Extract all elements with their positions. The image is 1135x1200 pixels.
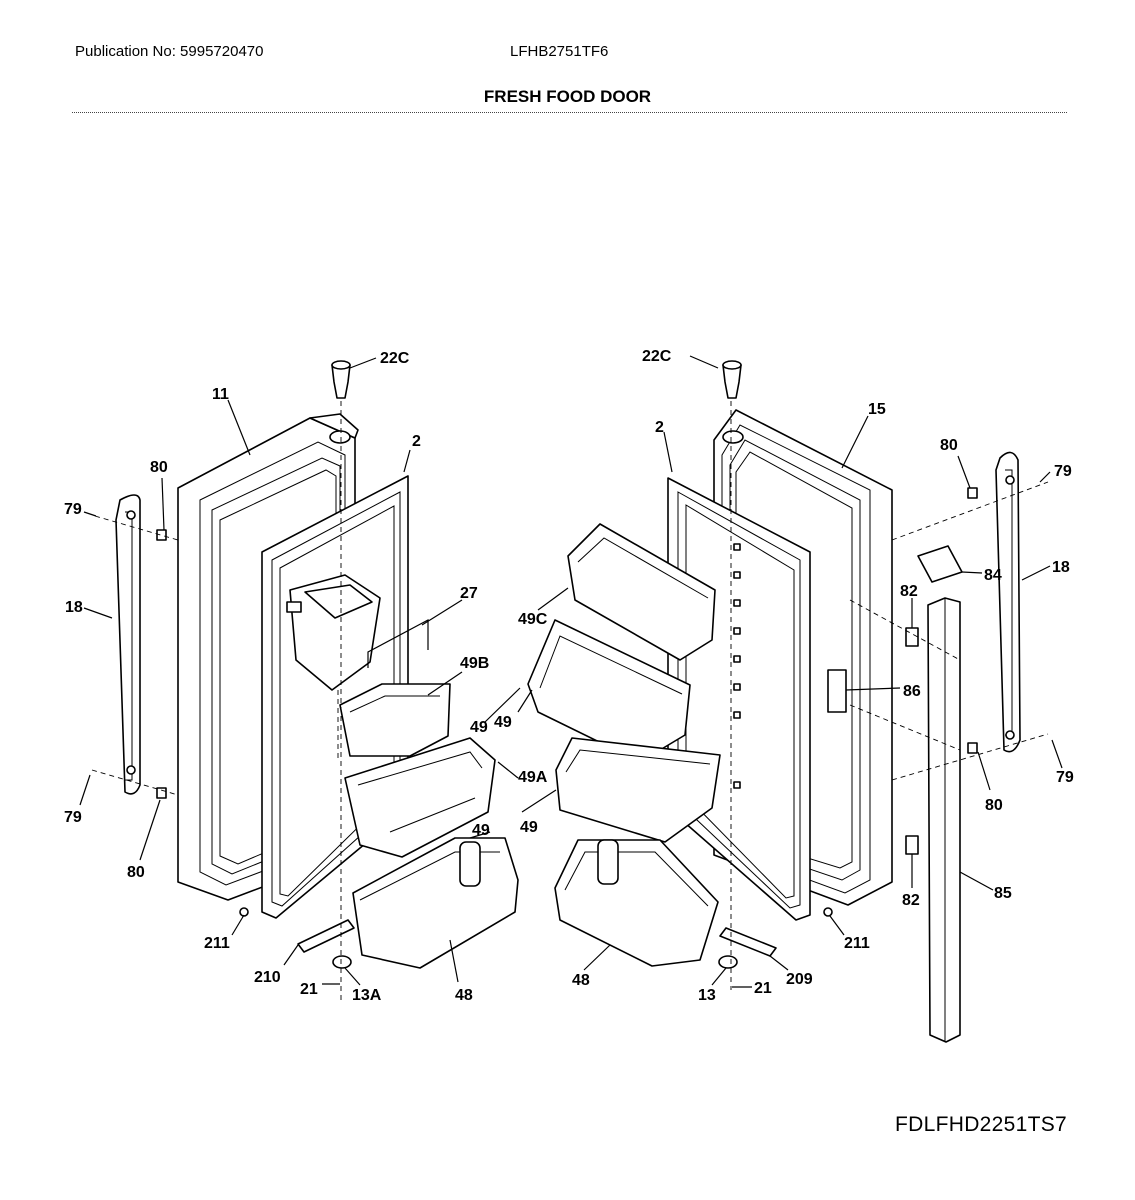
callout-79-left-top: 79 xyxy=(64,501,82,518)
callout-82-bottom: 82 xyxy=(902,892,920,909)
bin-49a xyxy=(344,737,496,858)
callout-211-right: 211 xyxy=(844,935,870,952)
bin-49-lower-right xyxy=(555,737,721,843)
callout-21-right: 21 xyxy=(754,980,772,997)
callout-49c: 49C xyxy=(518,611,548,628)
callout-13: 13 xyxy=(698,987,716,1004)
callout-21-left: 21 xyxy=(300,981,318,998)
callout-49-left: 49 xyxy=(470,719,488,736)
left-handle xyxy=(115,494,141,795)
bin-48-right xyxy=(554,839,719,967)
callout-27: 27 xyxy=(460,585,478,602)
callout-2-right: 2 xyxy=(655,419,664,436)
left-door-assembly xyxy=(91,392,519,1000)
callout-80-right-top: 80 xyxy=(940,437,958,454)
callout-85: 85 xyxy=(994,885,1012,902)
callout-49a: 49A xyxy=(518,769,548,786)
callout-209: 209 xyxy=(786,971,813,988)
right-door-assembly xyxy=(527,392,1049,1043)
callout-labels: 22C 11 2 80 79 18 27 49B 49 49A 49 79 80… xyxy=(64,348,1074,1004)
callout-13a: 13A xyxy=(352,987,382,1004)
bracket-84 xyxy=(917,545,963,583)
callout-22c-left: 22C xyxy=(380,350,410,367)
leader-lines xyxy=(79,355,1063,988)
right-handle xyxy=(995,451,1021,753)
callout-79-right-top: 79 xyxy=(1054,463,1072,480)
callout-80-left-bottom: 80 xyxy=(127,864,145,881)
callout-22c-right: 22C xyxy=(642,348,672,365)
header-rule xyxy=(72,112,1067,113)
diagram-code: FDLFHD2251TS7 xyxy=(895,1113,1067,1136)
bin-49-upper-right xyxy=(527,619,691,763)
model-number: LFHB2751TF6 xyxy=(510,43,609,60)
bin-49b xyxy=(339,683,451,757)
callout-18-right: 18 xyxy=(1052,559,1070,576)
callout-82-top: 82 xyxy=(900,583,918,600)
callout-48-left: 48 xyxy=(455,987,473,1004)
callout-49-right: 49 xyxy=(494,714,512,731)
callout-2-left: 2 xyxy=(412,433,421,450)
clip-82-bottom xyxy=(905,835,919,855)
callout-11: 11 xyxy=(212,386,229,403)
callout-80-left-top: 80 xyxy=(150,459,168,476)
clip-82-top xyxy=(905,627,919,647)
page-title: FRESH FOOD DOOR xyxy=(483,87,652,106)
mullion-85 xyxy=(927,597,961,1043)
hinge-209 xyxy=(719,927,777,957)
callout-79-right-bottom: 79 xyxy=(1056,769,1074,786)
callout-49b: 49B xyxy=(460,655,489,672)
cap-22c-left xyxy=(331,364,351,399)
callout-211-left: 211 xyxy=(204,935,230,952)
callout-79-left-bottom: 79 xyxy=(64,809,82,826)
callout-86: 86 xyxy=(903,683,921,700)
shelf-pegs xyxy=(733,543,741,789)
hinge-210 xyxy=(297,919,355,953)
control-module-86 xyxy=(827,669,847,713)
cap-22c-right xyxy=(722,364,742,399)
bin-49c xyxy=(567,523,716,661)
callout-80-right-bottom: 80 xyxy=(985,797,1003,814)
callout-18-left: 18 xyxy=(65,599,83,616)
callout-15: 15 xyxy=(868,401,886,418)
callout-49-left-2: 49 xyxy=(472,822,490,839)
callout-210: 210 xyxy=(254,969,281,986)
callout-49-right-2: 49 xyxy=(520,819,538,836)
callout-84: 84 xyxy=(984,567,1002,584)
callout-48-right: 48 xyxy=(572,972,590,989)
publication-number: Publication No: 5995720470 xyxy=(75,43,264,60)
bin-48-left xyxy=(352,837,519,969)
